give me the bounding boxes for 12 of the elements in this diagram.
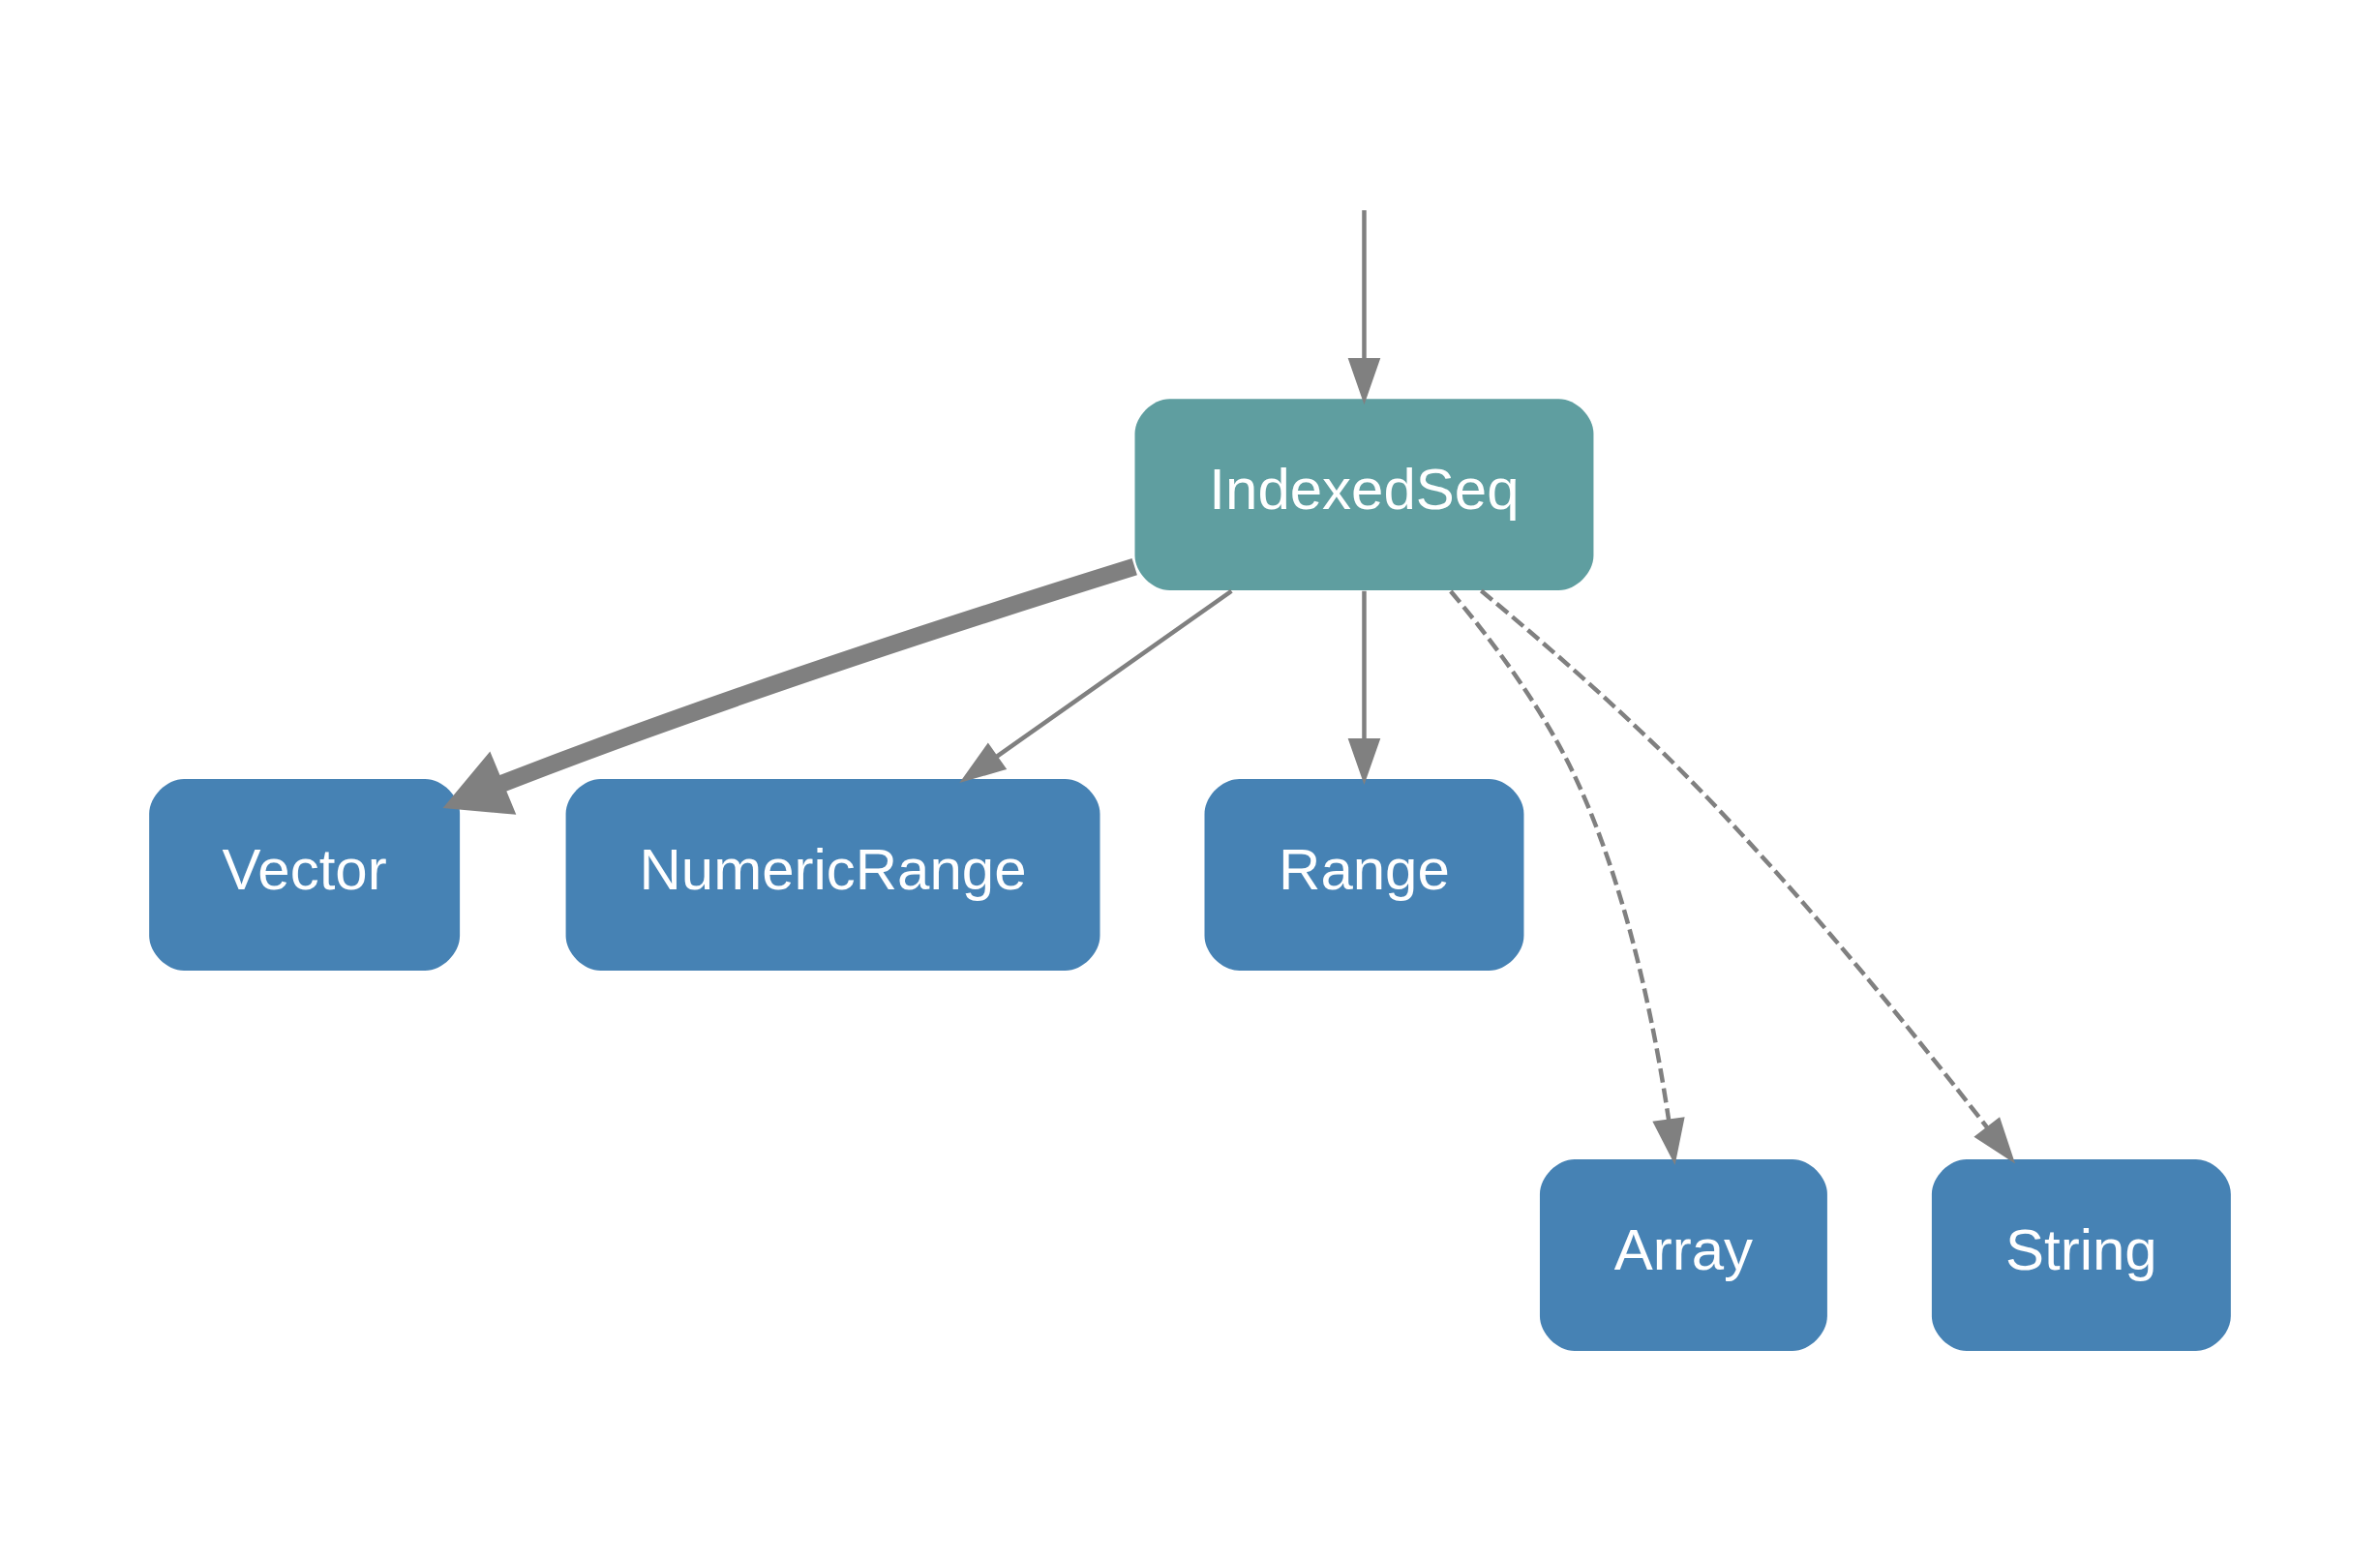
node-box: NumericRange (565, 779, 1100, 972)
arrow (442, 558, 1137, 815)
arrow (959, 588, 1233, 783)
node-box: Range (1204, 779, 1524, 972)
arrow (1347, 210, 1381, 405)
node-box: String (1931, 1159, 2231, 1351)
arrow (1347, 590, 1381, 786)
node-box: IndexedSeq (1134, 399, 1594, 591)
arrow (1479, 588, 2016, 1164)
node-box: Vector (149, 779, 461, 972)
arrow (1449, 589, 1685, 1166)
node-box: Array (1539, 1159, 1827, 1351)
